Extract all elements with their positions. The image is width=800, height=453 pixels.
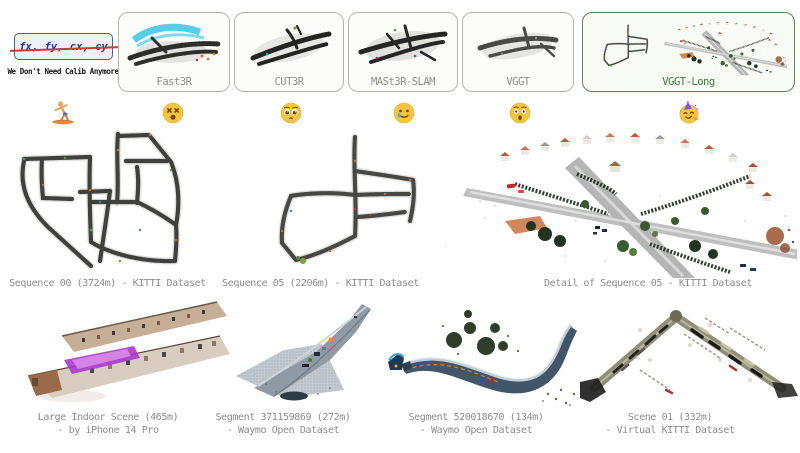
- vggt-thumbnail: [466, 18, 570, 72]
- caption-seq05-detail: Detail of Sequence 05 - KITTI Dataset: [544, 278, 752, 289]
- waymo-segment1-image: [226, 300, 404, 408]
- method-label: VGGT: [506, 76, 530, 88]
- caption-line1: Segment 371159869 (272m): [215, 412, 351, 423]
- caption-indoor: Large Indoor Scene (465m) - by iPhone 14…: [8, 411, 208, 437]
- method-label: CUT3R: [274, 76, 304, 88]
- fast3r-thumbnail: [122, 18, 226, 72]
- caption-vkitti: Scene 01 (332m) - Virtual KITTI Dataset: [570, 411, 770, 437]
- caption-line2: - by iPhone 14 Pro: [57, 425, 159, 436]
- caption-line2: - Virtual KITTI Dataset: [605, 425, 735, 436]
- no-calibration-box: fx, fy, cx, cy: [10, 33, 119, 60]
- mast3r-slam-thumbnail: [351, 18, 455, 72]
- method-label: VGGT-Long: [662, 76, 715, 88]
- indoor-scene-image: [12, 296, 230, 408]
- caption-line2: - Waymo Open Dataset: [419, 425, 533, 436]
- caption-seq00: Sequence 00 (3724m) - KITTI Dataset: [9, 278, 206, 289]
- method-card-vggt-long: VGGT-Long: [582, 12, 795, 92]
- seq00-pointcloud-image: [0, 130, 225, 275]
- seq05-pointcloud-image: [235, 131, 425, 276]
- seq05-detail-aerial-image: [445, 126, 797, 278]
- method-card-vggt: VGGT: [462, 12, 574, 92]
- smiling-face-with-tear-emoji: [392, 101, 416, 125]
- vggt-long-trajectory-thumbnail: [589, 19, 651, 75]
- method-label: Fast3R: [156, 76, 192, 88]
- no-calib-caption: We Don't Need Calib Anymore: [7, 67, 119, 76]
- vggt-long-aerial-thumbnail: [653, 19, 791, 75]
- caption-line1: Large Indoor Scene (465m): [37, 412, 179, 423]
- pleading-face-emoji: [279, 101, 303, 125]
- method-card-mast3r-slam: MASt3R-SLAM: [348, 12, 458, 92]
- caption-line2: - Waymo Open Dataset: [226, 425, 340, 436]
- partying-face-emoji: [677, 101, 701, 125]
- caption-waymo2: Segment 520018670 (134m) - Waymo Open Da…: [376, 411, 576, 437]
- caption-line1: Scene 01 (332m): [627, 412, 713, 423]
- method-label: MASt3R-SLAM: [370, 76, 436, 88]
- caption-line1: Segment 520018670 (134m): [408, 412, 544, 423]
- caption-waymo1: Segment 371159869 (272m) - Waymo Open Da…: [183, 411, 383, 437]
- caption-seq05: Sequence 05 (2206m) - KITTI Dataset: [222, 278, 419, 289]
- cut3r-thumbnail: [237, 18, 341, 72]
- virtual-kitti-scene-image: [580, 300, 798, 408]
- method-card-cut3r: CUT3R: [234, 12, 344, 92]
- dizzy-face-emoji: [161, 101, 185, 125]
- waymo-segment2-image: [398, 306, 588, 409]
- surfer-emoji: [48, 97, 78, 127]
- hushed-face-emoji: [508, 101, 532, 125]
- method-card-fast3r: Fast3R: [118, 12, 230, 92]
